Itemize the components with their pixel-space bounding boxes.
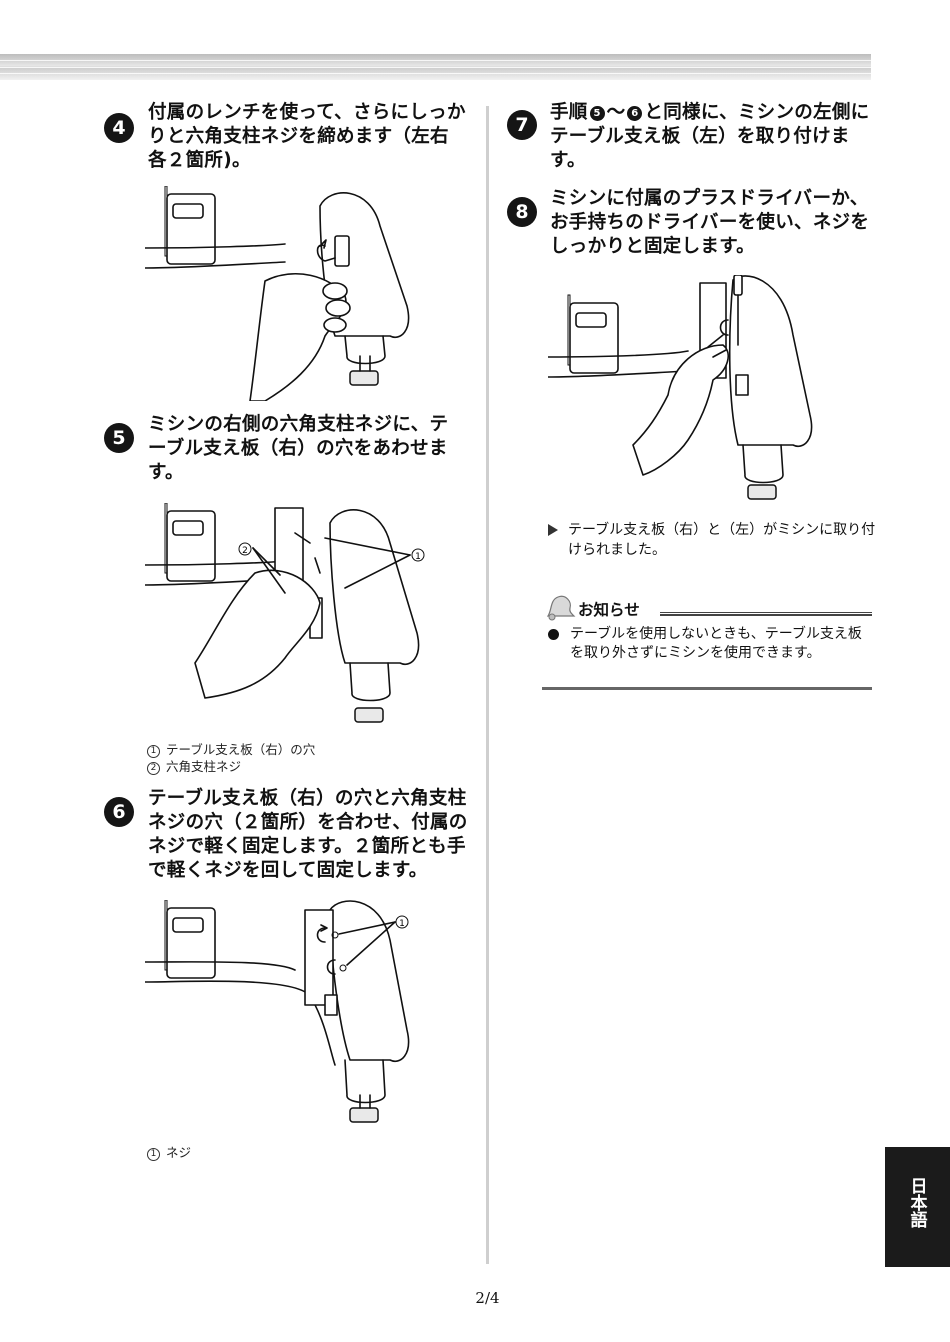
callout-marker: 2 [242,546,248,556]
column-divider [486,106,489,1264]
note-body: テーブルを使用しないときも、テーブル支え板を取り外さずにミシンを使用できます。 [548,625,874,663]
step-number: 4 [104,113,134,143]
result-message: テーブル支え板（右）と（左）がミシンに取り付けられました。 [548,520,878,560]
step-text: ミシンに付属のプラスドライバーか、お手持ちのドライバーを使い、ネジをしっかりと固… [550,188,870,257]
result-text: テーブル支え板（右）と（左）がミシンに取り付けられました。 [568,522,876,558]
illustration-step-5: 2 1 [145,503,425,723]
language-tab-label: 日本語 [906,1177,927,1228]
caption-line: 1 ネジ [147,1144,191,1161]
callout-marker: 1 [399,919,405,929]
caption-line: 1 テーブル支え板（右）の穴 [147,741,315,758]
note-header: お知らせ [542,592,872,622]
bell-icon [546,595,576,621]
caption-text: 六角支柱ネジ [166,759,242,774]
step-number: 6 [104,797,134,827]
caption-step-6: 1 ネジ [147,1144,191,1161]
step-number: 8 [507,197,537,227]
step-text: 付属のレンチを使って、さらにしっかりと六角支柱ネジを締めます（左右各２箇所)。 [148,102,466,171]
note-label: お知らせ [578,601,640,619]
illustration-step-8 [548,275,813,500]
step-reference: 6 [627,106,643,121]
step-number: 7 [507,110,537,140]
bullet-icon [548,629,559,640]
caption-step-5: 1 テーブル支え板（右）の穴 2 六角支柱ネジ [147,741,315,775]
caption-marker: 2 [147,762,160,775]
step-text-part: と同様に、ミシンの左側にテーブル支え板（左）を取り付けます。 [550,102,870,171]
header-bar [0,54,871,80]
step-number: 5 [104,423,134,453]
caption-marker: 1 [147,1148,160,1161]
caption-text: ネジ [166,1145,192,1160]
step-text: テーブル支え板（右）の穴と六角支柱ネジの穴（２箇所）を合わせ、付属のネジで軽く固… [148,788,468,881]
illustration-step-6: 1 [145,900,410,1123]
page-number: 2/4 [475,1289,500,1307]
caption-text: テーブル支え板（右）の穴 [166,742,316,757]
step-reference: 5 [589,106,605,121]
step-text-part: ～ [606,102,626,123]
note-bottom-rule [542,687,872,690]
step-text: ミシンの右側の六角支柱ネジに、テーブル支え板（右）の穴をあわせます。 [148,414,449,483]
callout-marker: 1 [415,552,421,562]
caption-line: 2 六角支柱ネジ [147,758,315,775]
caption-marker: 1 [147,745,160,758]
result-arrow-icon [548,524,558,536]
note-text: テーブルを使用しないときも、テーブル支え板を取り外さずにミシンを使用できます。 [570,626,862,661]
note-rule [660,612,872,616]
language-tab: 日本語 [885,1147,950,1267]
illustration-step-4 [145,186,410,401]
step-text-part: 手順 [550,102,588,123]
